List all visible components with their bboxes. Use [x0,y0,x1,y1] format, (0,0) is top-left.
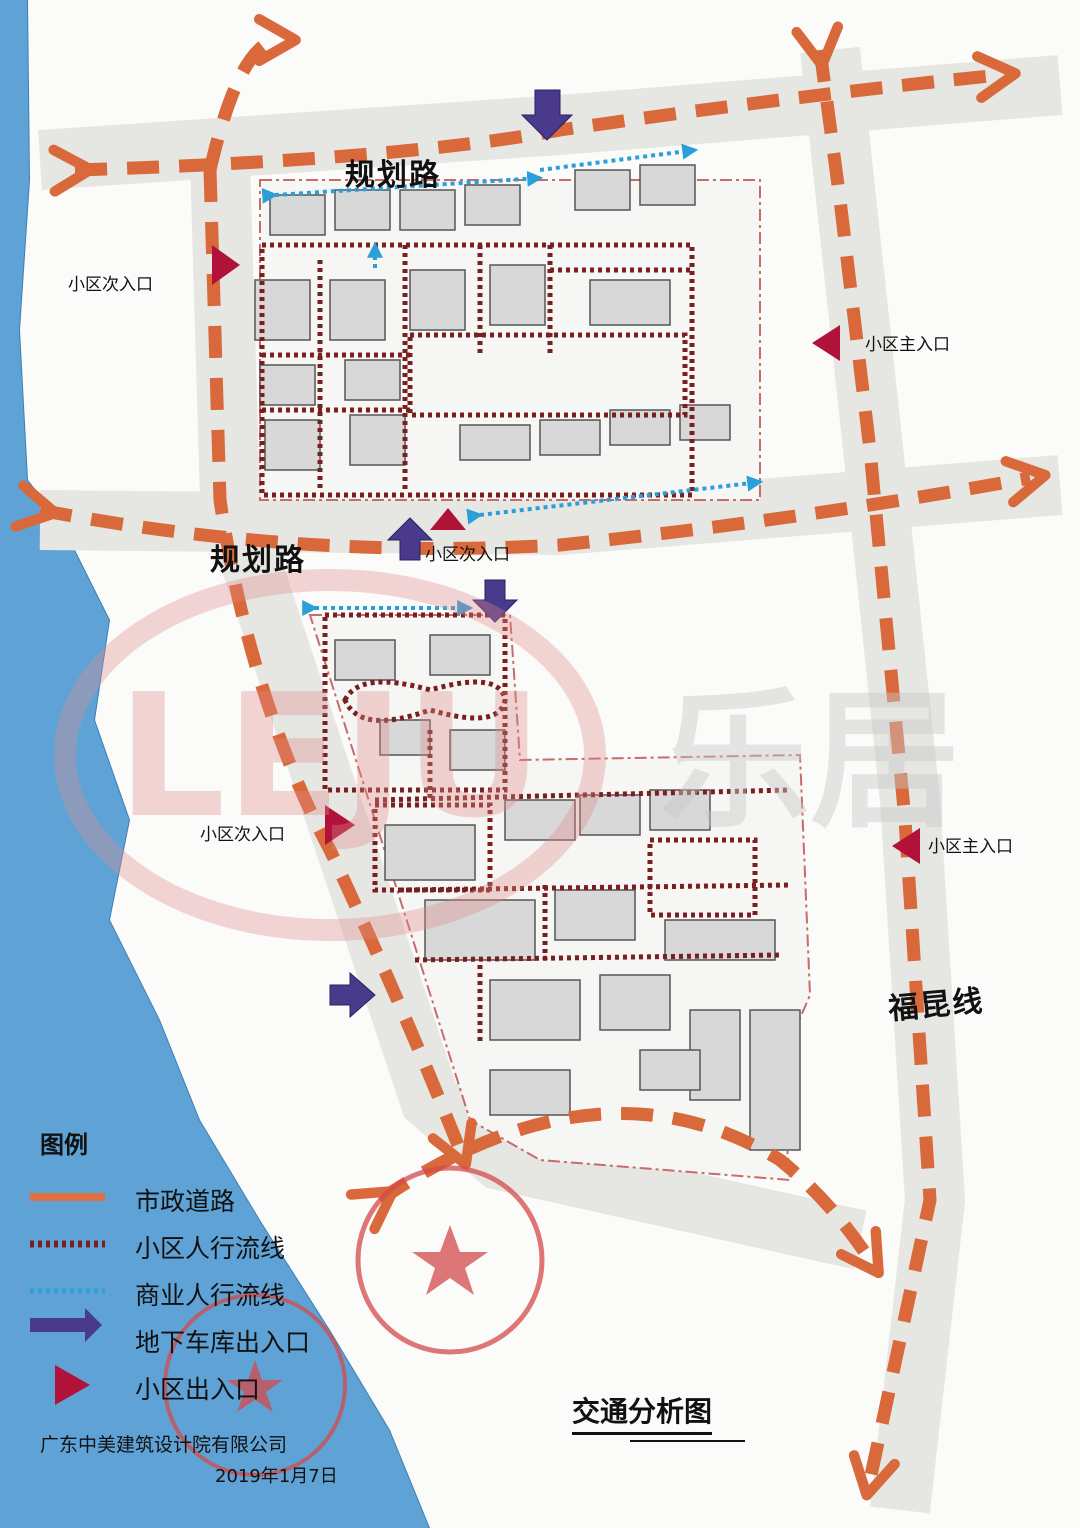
municipal-roads [10,14,1051,1501]
east-road-name: 福昆线 [886,983,986,1028]
garage-entrances [329,89,574,1019]
legend-item-garage-entrance: 地下车库出入口 [135,1328,311,1357]
legend-item-community-path: 小区人行流线 [135,1234,286,1263]
garage-arrow-north [520,89,574,141]
company-stamp [163,1165,545,1477]
river [0,0,430,1528]
entrance-label-middle: 小区次入口 [425,545,510,565]
entrance-label-se: 小区主入口 [928,837,1013,857]
svg-text:LEJU: LEJU [117,658,543,856]
triangle-se [892,828,920,864]
triangle-ne [812,325,840,361]
legend-symbols [30,1193,105,1405]
north-road-name: 规划路 [345,158,441,193]
watermark-logo: LEJU [54,569,606,941]
footer-company: 广东中美建筑设计院有限公司 [40,1434,288,1456]
triangle-middle [430,508,466,530]
footer-date: 2019年1月7日 [215,1466,338,1487]
legend-item-community-entrance: 小区出入口 [135,1375,261,1404]
map-title: 交通分析图 [572,1390,713,1435]
garage-arrow-middle-up [386,517,434,561]
entrance-label-nw: 小区次入口 [68,275,153,295]
entrance-triangles [212,245,920,864]
triangle-nw [212,245,240,285]
garage-arrow-middle-down [471,579,519,623]
south-buildings [334,634,801,1151]
entrance-label-sw: 小区次入口 [200,825,285,845]
triangle-sw [325,805,355,845]
watermark-text: 乐居 [660,675,961,849]
entrance-label-ne: 小区主入口 [865,335,950,355]
middle-road-name: 规划路 [210,543,306,578]
legend-item-commercial-path: 商业人行流线 [135,1281,286,1310]
garage-arrow-south [329,971,376,1019]
legend-item-municipal-road: 市政道路 [135,1187,236,1216]
legend-title: 图例 [40,1131,88,1159]
community-paths [259,242,791,1045]
